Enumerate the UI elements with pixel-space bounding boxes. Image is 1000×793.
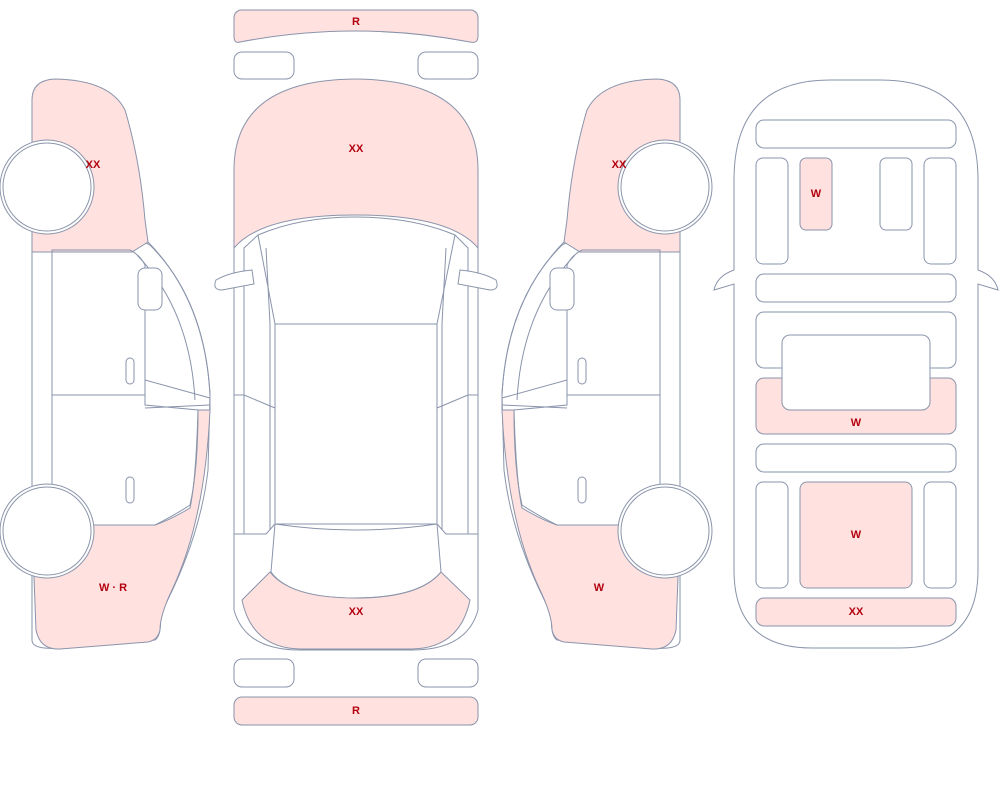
cargo-label: XX — [849, 606, 864, 618]
interior-view: W W W XX — [713, 79, 999, 649]
front-seat-label: W — [811, 188, 822, 200]
front-bumper-label: R — [352, 16, 360, 28]
left-rear-quarter-label: W · R — [99, 582, 127, 594]
front-right-door-panel[interactable] — [923, 157, 957, 265]
trunk-lid[interactable] — [241, 571, 471, 650]
left-rear-wheel[interactable] — [2, 486, 92, 576]
top-right-pillar-lines — [441, 247, 478, 535]
hood[interactable] — [233, 78, 479, 250]
dashboard[interactable] — [755, 119, 957, 149]
right-belt-line-lower — [501, 404, 568, 409]
front-left-headlight[interactable] — [233, 51, 295, 80]
left-a-pillar — [147, 241, 211, 410]
hood-label: XX — [349, 143, 364, 155]
top-right-mirror[interactable] — [457, 269, 498, 291]
rear-right-taillight[interactable] — [417, 658, 479, 688]
rear-bumper[interactable] — [233, 696, 479, 726]
left-rear-quarter-panel[interactable] — [31, 409, 211, 650]
rear-seat[interactable] — [799, 481, 913, 589]
trunk-label: XX — [349, 606, 364, 618]
center-console[interactable] — [755, 273, 957, 303]
left-rear-door-outline — [51, 395, 199, 526]
right-fender-label: XX — [612, 159, 627, 171]
right-rear-door-outline — [513, 395, 661, 526]
left-belt-line-lower — [144, 404, 211, 409]
rear-window[interactable] — [270, 523, 442, 599]
left-rear-door-handle[interactable] — [125, 476, 135, 504]
front-seat-right[interactable] — [879, 157, 913, 231]
roof[interactable] — [274, 323, 438, 525]
left-belt-line-upper — [144, 379, 211, 399]
right-belt-line-upper — [501, 379, 568, 399]
front-seat-left[interactable] — [799, 157, 833, 231]
right-side-mirror[interactable] — [549, 267, 575, 311]
right-rear-door-handle[interactable] — [577, 476, 587, 504]
left-front-door-handle[interactable] — [125, 357, 135, 385]
rear-right-door-panel[interactable] — [923, 481, 957, 589]
rear-left-taillight[interactable] — [233, 658, 295, 688]
left-front-wheel[interactable] — [2, 142, 92, 232]
right-rear-wheel[interactable] — [620, 486, 710, 576]
rear-left-door-panel[interactable] — [755, 481, 789, 589]
left-fender-label: XX — [86, 159, 101, 171]
top-left-pillar-lines — [234, 247, 271, 535]
right-a-pillar — [501, 241, 565, 410]
right-front-door-handle[interactable] — [577, 357, 587, 385]
cargo-area[interactable] — [755, 597, 957, 627]
rear-seat-label: W — [851, 529, 862, 541]
top-view: R XX XX R — [214, 9, 498, 726]
right-rear-quarter-label: W — [594, 582, 605, 594]
middle-area-label: W — [851, 417, 862, 429]
right-side-view — [501, 78, 713, 650]
sunroof-panel[interactable] — [781, 334, 931, 411]
right-front-wheel[interactable] — [620, 142, 710, 232]
top-left-mirror[interactable] — [214, 269, 255, 291]
left-side-view: XX W · R — [0, 78, 211, 650]
right-rear-quarter-panel[interactable] — [501, 409, 681, 650]
front-left-door-panel[interactable] — [755, 157, 789, 265]
front-bumper[interactable] — [233, 9, 479, 43]
left-side-mirror[interactable] — [137, 267, 163, 311]
windshield[interactable] — [257, 216, 456, 325]
rear-bumper-label: R — [352, 705, 360, 717]
rear-row-backrest[interactable] — [755, 443, 957, 473]
front-right-headlight[interactable] — [417, 51, 479, 80]
